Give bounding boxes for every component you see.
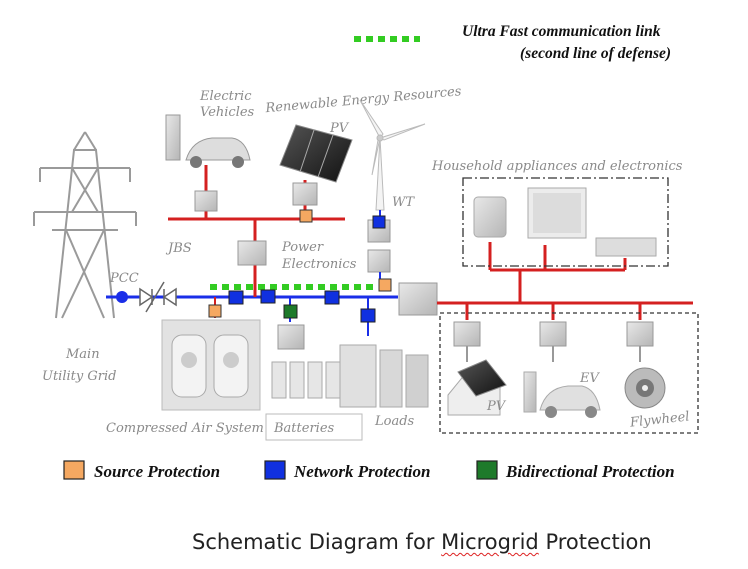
jbs-label: JBS: [165, 241, 192, 256]
flywheel-label: Flywheel: [628, 409, 690, 430]
power-electronics-box: [237, 240, 267, 266]
pcc-node: [116, 291, 128, 303]
ev-bottom-converter: [539, 321, 567, 347]
legend-label-network: Network Protection: [293, 462, 430, 481]
ev-converter-box: [194, 190, 218, 212]
flywheel-converter: [626, 321, 654, 347]
transmission-tower-icon: [33, 131, 137, 319]
wt-converter-box-2: [367, 249, 391, 273]
legend-swatch-source: [63, 460, 85, 480]
batteries-label: Batteries: [273, 421, 335, 436]
pv-bottom-label: PV: [486, 399, 507, 414]
household-group: [462, 177, 669, 267]
source-protection-marker: [208, 304, 222, 318]
figure-caption: Schematic Diagram for Microgrid Protecti…: [192, 530, 652, 554]
power-electronics-label-2: Electronics: [281, 257, 357, 272]
legend-label-source: Source Protection: [94, 462, 220, 481]
power-electronics-label-1: Power: [281, 240, 324, 255]
network-protection-marker: [324, 290, 340, 305]
network-protection-marker: [372, 215, 386, 229]
caption-suffix: Protection: [538, 530, 652, 554]
legend-label-bidirectional: Bidirectional Protection: [505, 462, 675, 481]
network-protection-marker: [228, 290, 244, 305]
source-protection-marker: [378, 278, 392, 292]
comm-link-title: Ultra Fast communication link: [462, 23, 661, 40]
batteries-icon: [271, 361, 341, 399]
compressed-air-icon: [161, 319, 261, 411]
batteries-label-box: [265, 413, 363, 441]
battery-converter-box: [277, 324, 305, 350]
storage-group: [439, 312, 699, 434]
pv-bottom-converter: [453, 321, 481, 347]
ev-bottom-icon: [523, 371, 601, 418]
bidirectional-protection-marker: [283, 304, 298, 319]
loads-label: Loads: [374, 414, 415, 429]
renewable-label: Renewable Energy Resources: [264, 84, 462, 116]
caption-underlined-word: Microgrid: [441, 530, 539, 554]
electric-vehicles-label-2: Vehicles: [200, 105, 255, 120]
network-protection-marker: [260, 289, 276, 304]
main-grid-label-1: Main: [65, 347, 100, 362]
pv-top-label: PV: [329, 121, 350, 136]
electric-vehicles-label-1: Electric: [199, 89, 252, 104]
pcc-label: PCC: [109, 271, 139, 286]
ev-bottom-label: EV: [579, 371, 600, 386]
caption-prefix: Schematic Diagram for: [192, 530, 442, 554]
flywheel-icon: [624, 367, 666, 409]
comm-link-subtitle: (second line of defense): [520, 45, 671, 62]
legend: Source Protection Network Protection Bid…: [63, 460, 675, 481]
ev-charger-icon: [165, 114, 251, 168]
legend-swatch-network: [264, 460, 286, 480]
source-protection-marker: [299, 209, 313, 223]
main-grid-label-2: Utility Grid: [42, 369, 116, 384]
household-label: Household appliances and electronics: [431, 159, 683, 174]
network-protection-marker: [360, 308, 376, 323]
house-pv-icon: [447, 359, 507, 416]
solar-panel-icon: [279, 124, 353, 183]
jbs-switch-icon: [139, 281, 177, 313]
main-converter-box: [398, 282, 438, 316]
loads-icon: [339, 344, 429, 408]
household-appliances-icon: [473, 187, 657, 257]
pv-converter-box: [292, 182, 318, 206]
legend-swatch-bidirectional: [476, 460, 498, 480]
wt-label: WT: [392, 195, 415, 210]
wind-turbine-icon: [359, 99, 426, 211]
compressed-air-label: Compressed Air System: [106, 421, 264, 436]
